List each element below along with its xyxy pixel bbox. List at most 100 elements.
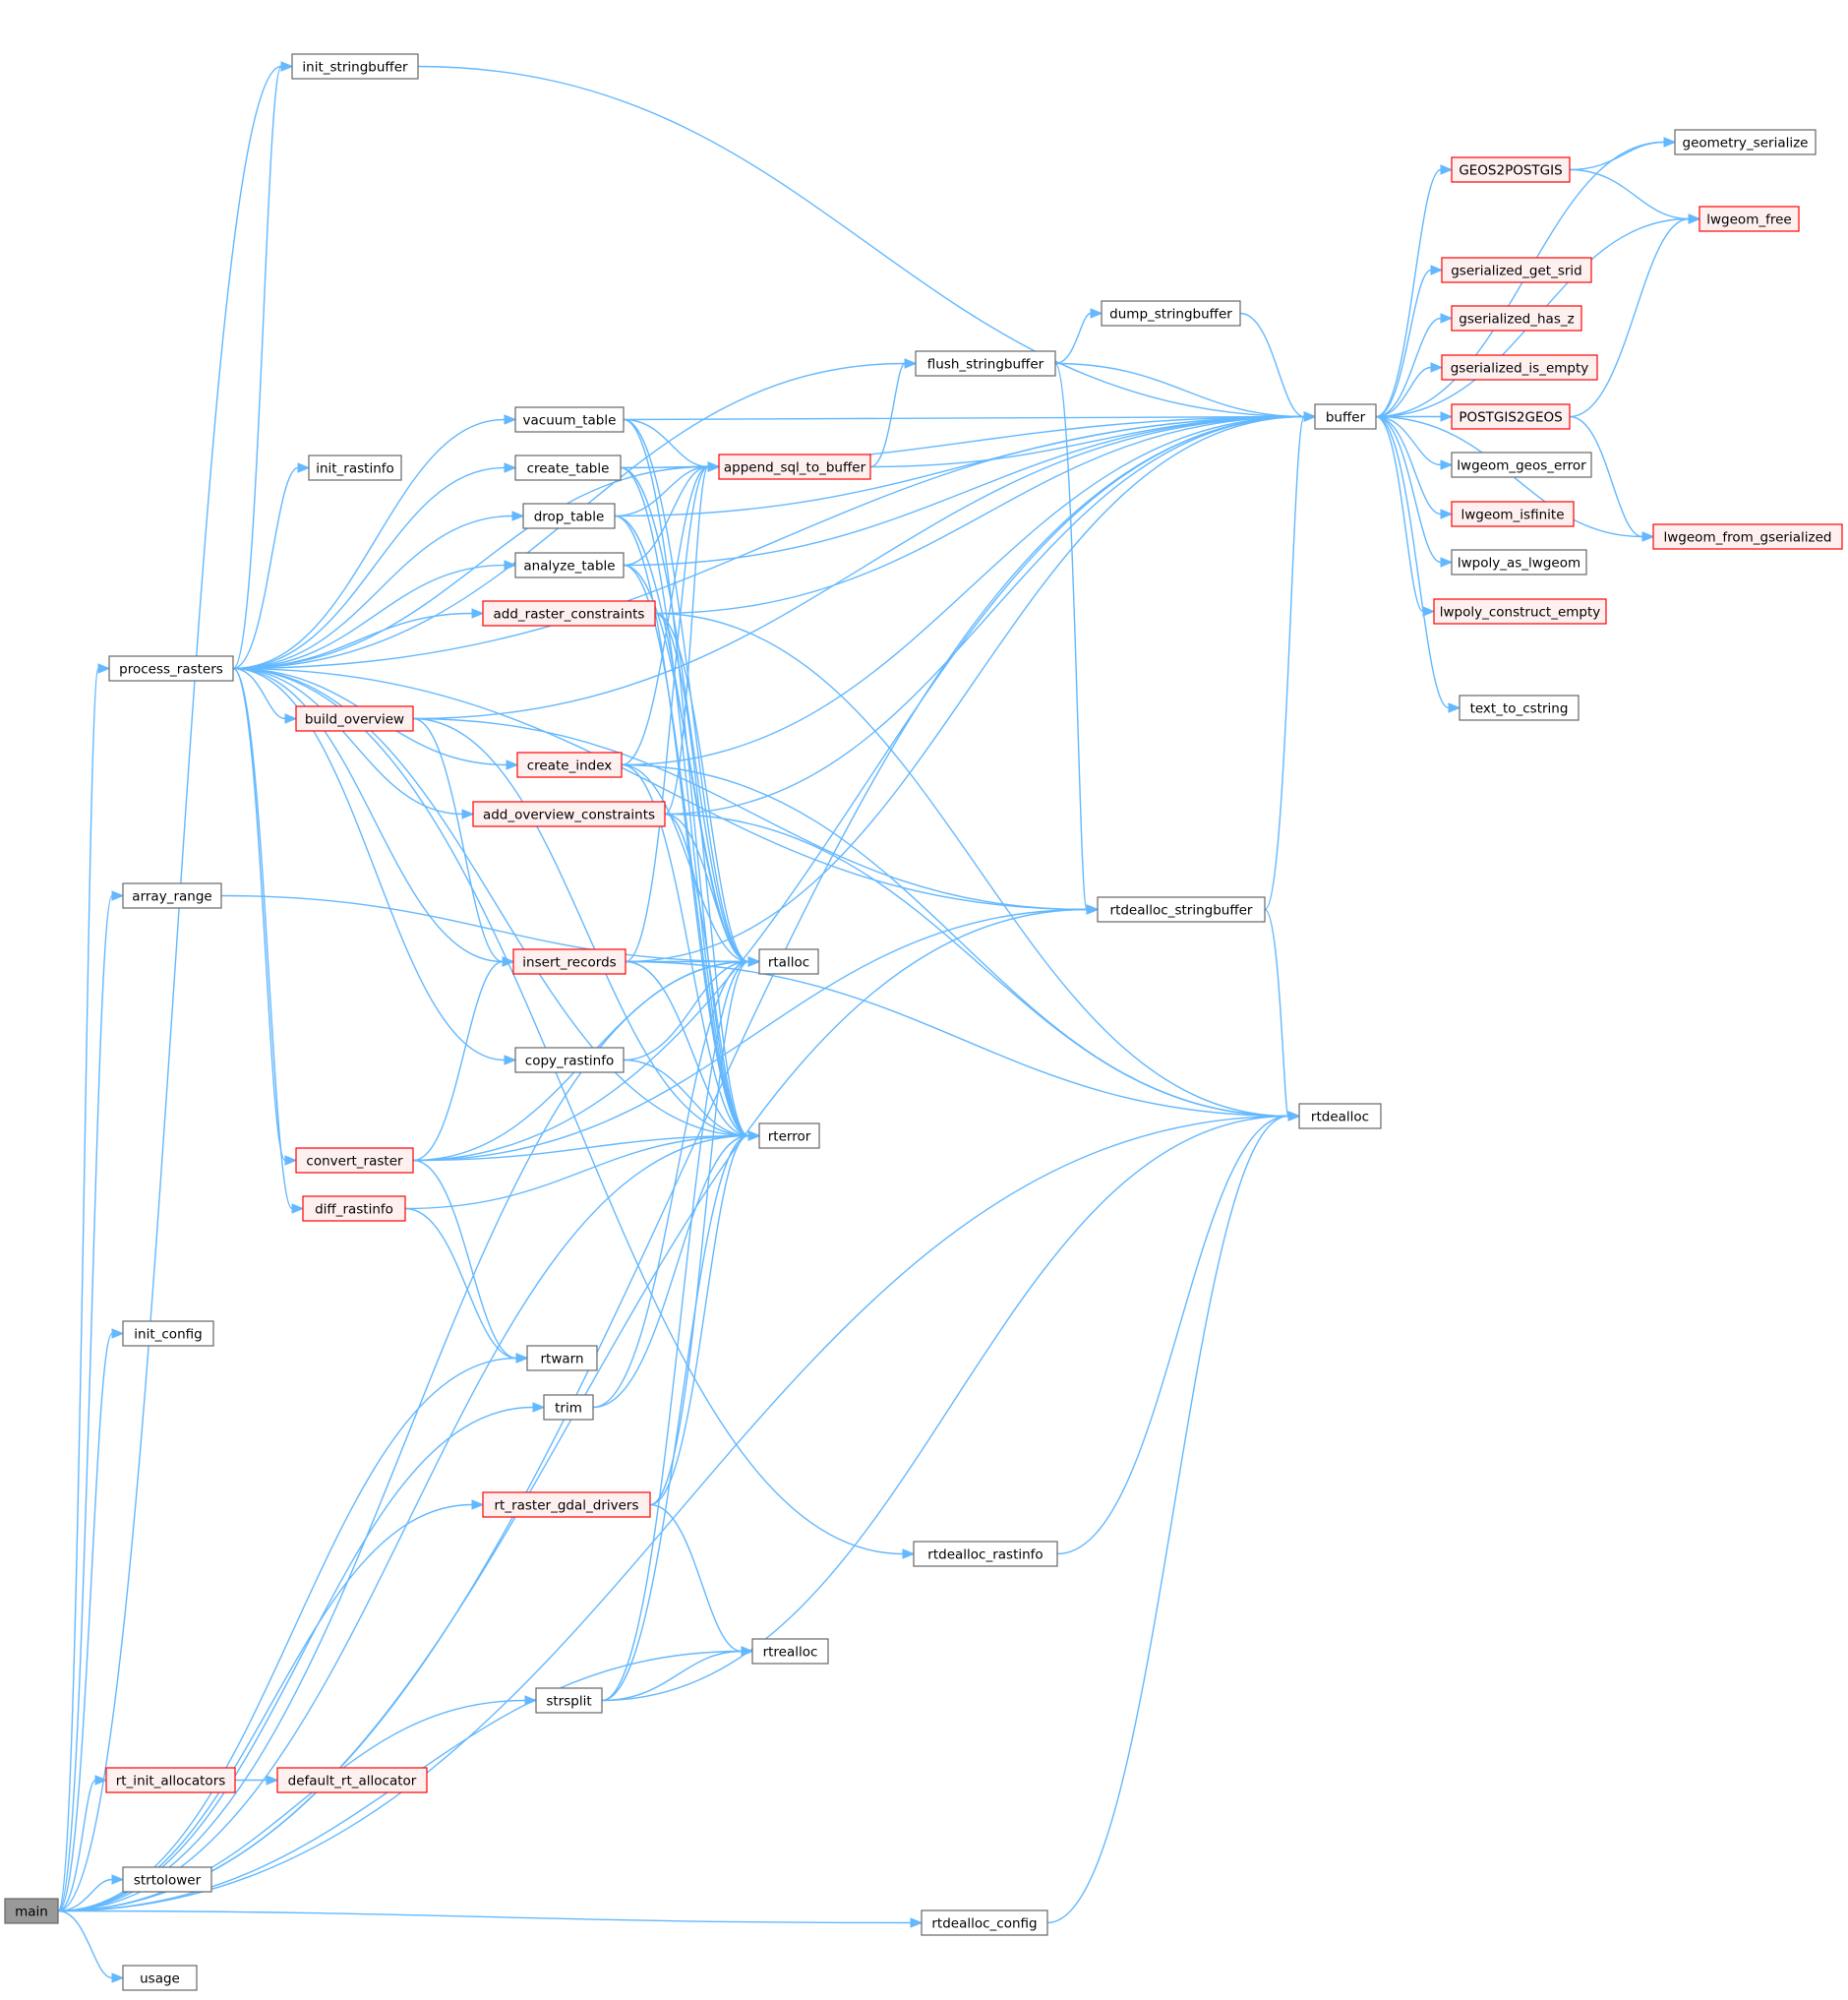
node-rtdealloc_stringbuffer[interactable]: rtdealloc_stringbuffer <box>1097 896 1266 923</box>
node-box-append_sql_to_buffer[interactable] <box>718 454 871 480</box>
node-box-default_rt_allocator[interactable] <box>276 1767 428 1793</box>
node-box-lwgeom_geos_error[interactable] <box>1451 452 1592 478</box>
node-gserialized_is_empty[interactable]: gserialized_is_empty <box>1441 354 1598 381</box>
node-rtdealloc_rastinfo[interactable]: rtdealloc_rastinfo <box>913 1541 1058 1567</box>
node-box-gserialized_is_empty[interactable] <box>1441 354 1598 381</box>
node-box-add_raster_constraints[interactable] <box>482 600 656 627</box>
node-dump_stringbuffer[interactable]: dump_stringbuffer <box>1101 300 1241 327</box>
node-box-build_overview[interactable] <box>295 705 414 732</box>
node-lwpoly_construct_empty[interactable]: lwpoly_construct_empty <box>1433 598 1607 625</box>
node-box-rt_raster_gdal_drivers[interactable] <box>482 1491 651 1518</box>
node-box-convert_raster[interactable] <box>295 1147 414 1174</box>
node-POSTGIS2GEOS[interactable]: POSTGIS2GEOS <box>1451 403 1571 430</box>
node-build_overview[interactable]: build_overview <box>295 705 414 732</box>
node-init_rastinfo[interactable]: init_rastinfo <box>308 455 402 481</box>
node-diff_rastinfo[interactable]: diff_rastinfo <box>302 1195 406 1222</box>
node-box-rtdealloc[interactable] <box>1298 1103 1382 1129</box>
node-box-usage[interactable] <box>122 1965 198 1991</box>
node-rtwarn[interactable]: rtwarn <box>526 1345 598 1371</box>
node-text_to_cstring[interactable]: text_to_cstring <box>1459 695 1580 721</box>
node-box-analyze_table[interactable] <box>514 552 625 578</box>
node-init_stringbuffer[interactable]: init_stringbuffer <box>291 53 419 80</box>
node-box-GEOS2POSTGIS[interactable] <box>1451 156 1571 183</box>
node-box-rtdealloc_rastinfo[interactable] <box>913 1541 1058 1567</box>
node-box-create_index[interactable] <box>516 752 623 778</box>
node-box-rterror[interactable] <box>758 1122 820 1149</box>
node-box-copy_rastinfo[interactable] <box>514 1047 625 1073</box>
node-lwgeom_free[interactable]: lwgeom_free <box>1699 206 1800 232</box>
node-main[interactable]: main <box>4 1898 59 1924</box>
node-array_range[interactable]: array_range <box>122 882 222 909</box>
node-copy_rastinfo[interactable]: copy_rastinfo <box>514 1047 625 1073</box>
node-box-rtwarn[interactable] <box>526 1345 598 1371</box>
node-rtdealloc_config[interactable]: rtdealloc_config <box>921 1909 1048 1936</box>
node-buffer[interactable]: buffer <box>1314 403 1377 430</box>
node-GEOS2POSTGIS[interactable]: GEOS2POSTGIS <box>1451 156 1571 183</box>
node-box-rtdealloc_config[interactable] <box>921 1909 1048 1936</box>
node-add_overview_constraints[interactable]: add_overview_constraints <box>472 801 666 827</box>
node-gserialized_has_z[interactable]: gserialized_has_z <box>1451 305 1582 332</box>
node-box-array_range[interactable] <box>122 882 222 909</box>
node-box-init_rastinfo[interactable] <box>308 455 402 481</box>
node-rterror[interactable]: rterror <box>758 1122 820 1149</box>
node-lwgeom_from_gserialized[interactable]: lwgeom_from_gserialized <box>1652 523 1843 550</box>
node-box-POSTGIS2GEOS[interactable] <box>1451 403 1571 430</box>
node-box-drop_table[interactable] <box>522 503 616 529</box>
node-box-geometry_serialize[interactable] <box>1674 129 1817 155</box>
node-process_rasters[interactable]: process_rasters <box>108 655 234 682</box>
node-append_sql_to_buffer[interactable]: append_sql_to_buffer <box>718 454 871 480</box>
node-box-rt_init_allocators[interactable] <box>105 1767 236 1793</box>
node-create_table[interactable]: create_table <box>514 455 622 481</box>
node-rtdealloc[interactable]: rtdealloc <box>1298 1103 1382 1129</box>
node-analyze_table[interactable]: analyze_table <box>514 552 625 578</box>
node-box-main[interactable] <box>4 1898 59 1924</box>
node-box-lwgeom_free[interactable] <box>1699 206 1800 232</box>
node-box-dump_stringbuffer[interactable] <box>1101 300 1241 327</box>
node-box-gserialized_get_srid[interactable] <box>1441 257 1592 283</box>
node-box-lwgeom_isfinite[interactable] <box>1451 501 1575 527</box>
node-strsplit[interactable]: strsplit <box>535 1687 603 1714</box>
node-box-strtolower[interactable] <box>122 1866 212 1893</box>
node-box-process_rasters[interactable] <box>108 655 234 682</box>
node-gserialized_get_srid[interactable]: gserialized_get_srid <box>1441 257 1592 283</box>
node-box-diff_rastinfo[interactable] <box>302 1195 406 1222</box>
node-flush_stringbuffer[interactable]: flush_stringbuffer <box>915 350 1056 377</box>
node-trim[interactable]: trim <box>543 1394 594 1421</box>
node-box-init_config[interactable] <box>122 1320 214 1347</box>
node-create_index[interactable]: create_index <box>516 752 623 778</box>
node-insert_records[interactable]: insert_records <box>512 948 626 975</box>
node-box-gserialized_has_z[interactable] <box>1451 305 1582 332</box>
node-convert_raster[interactable]: convert_raster <box>295 1147 414 1174</box>
node-rtrealloc[interactable]: rtrealloc <box>751 1638 829 1665</box>
node-rt_init_allocators[interactable]: rt_init_allocators <box>105 1767 236 1793</box>
node-box-add_overview_constraints[interactable] <box>472 801 666 827</box>
node-rtalloc[interactable]: rtalloc <box>758 948 819 975</box>
node-box-rtrealloc[interactable] <box>751 1638 829 1665</box>
node-box-trim[interactable] <box>543 1394 594 1421</box>
node-box-text_to_cstring[interactable] <box>1459 695 1580 721</box>
node-box-vacuum_table[interactable] <box>514 406 625 433</box>
node-geometry_serialize[interactable]: geometry_serialize <box>1674 129 1817 155</box>
node-strtolower[interactable]: strtolower <box>122 1866 212 1893</box>
node-box-init_stringbuffer[interactable] <box>291 53 419 80</box>
node-box-lwgeom_from_gserialized[interactable] <box>1652 523 1843 550</box>
node-vacuum_table[interactable]: vacuum_table <box>514 406 625 433</box>
node-init_config[interactable]: init_config <box>122 1320 214 1347</box>
node-usage[interactable]: usage <box>122 1965 198 1991</box>
node-lwgeom_geos_error[interactable]: lwgeom_geos_error <box>1451 452 1592 478</box>
node-default_rt_allocator[interactable]: default_rt_allocator <box>276 1767 428 1793</box>
node-box-insert_records[interactable] <box>512 948 626 975</box>
node-box-strsplit[interactable] <box>535 1687 603 1714</box>
node-box-buffer[interactable] <box>1314 403 1377 430</box>
node-rt_raster_gdal_drivers[interactable]: rt_raster_gdal_drivers <box>482 1491 651 1518</box>
node-lwgeom_isfinite[interactable]: lwgeom_isfinite <box>1451 501 1575 527</box>
node-box-rtalloc[interactable] <box>758 948 819 975</box>
node-drop_table[interactable]: drop_table <box>522 503 616 529</box>
node-box-create_table[interactable] <box>514 455 622 481</box>
node-box-rtdealloc_stringbuffer[interactable] <box>1097 896 1266 923</box>
node-box-lwpoly_as_lwgeom[interactable] <box>1451 549 1587 576</box>
node-lwpoly_as_lwgeom[interactable]: lwpoly_as_lwgeom <box>1451 549 1587 576</box>
node-box-lwpoly_construct_empty[interactable] <box>1433 598 1607 625</box>
node-box-flush_stringbuffer[interactable] <box>915 350 1056 377</box>
node-add_raster_constraints[interactable]: add_raster_constraints <box>482 600 656 627</box>
